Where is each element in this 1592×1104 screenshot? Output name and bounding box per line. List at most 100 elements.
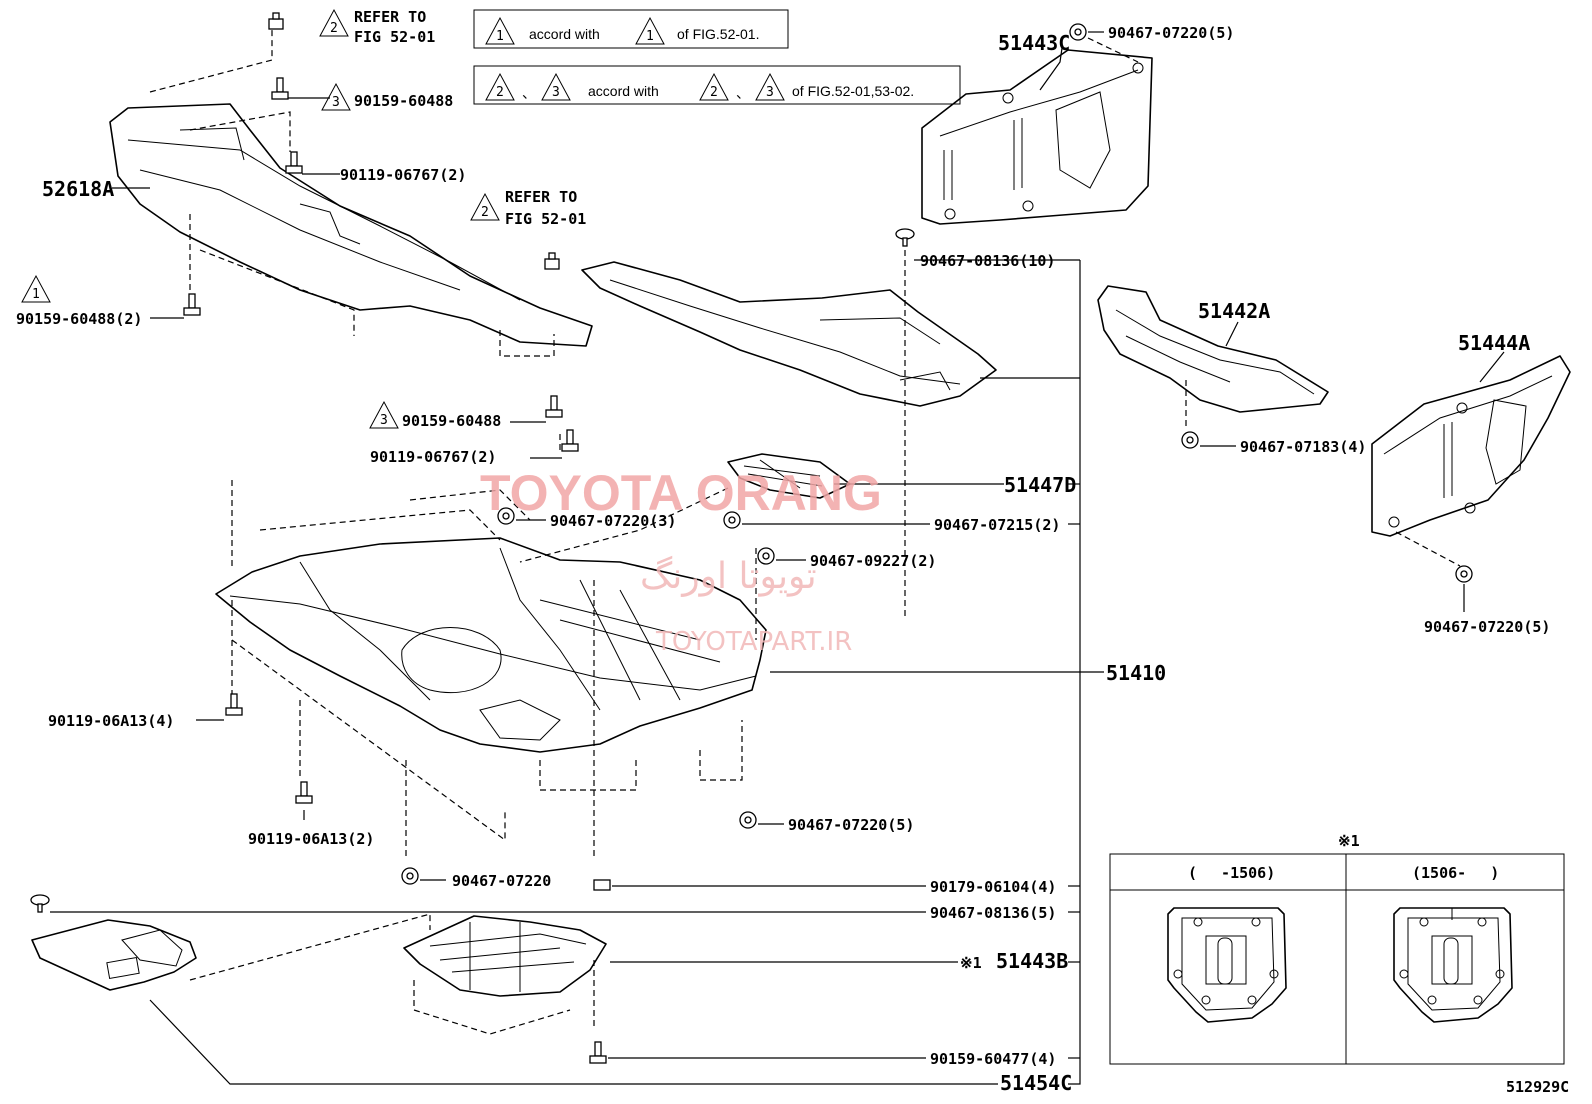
watermark-persian: تویوتا اورنگ	[640, 555, 817, 597]
label-90467-07220-5-mid: 90467-07220(5)	[788, 816, 914, 834]
label-51454C: 51454C	[1000, 1071, 1072, 1095]
clip-icon	[30, 894, 50, 913]
refer-mid-line-1: REFER TO	[505, 188, 577, 206]
part-51443C-shape	[921, 37, 1153, 225]
label-90467-07220: 90467-07220	[452, 872, 551, 890]
label-mark-1: ※1	[960, 954, 982, 972]
note-1-text-b: of FIG.52-01.	[677, 26, 759, 42]
label-90467-07220-5-right: 90467-07220(5)	[1424, 618, 1550, 636]
figure-id: 512929C	[1506, 1078, 1569, 1096]
inset-col-1-header: ( -1506)	[1188, 864, 1275, 882]
label-90119-06A13-2: 90119-06A13(2)	[248, 830, 374, 848]
label-90159-60488-a: 90159-60488	[354, 92, 453, 110]
note-box-2: 2 、 3 accord with 2 、 3 of FIG.52-01,53-…	[473, 65, 961, 105]
label-90179-06104-4: 90179-06104(4)	[930, 878, 1056, 896]
part-52618A-shape	[109, 30, 593, 357]
nut-icon	[497, 507, 515, 525]
label-51410: 51410	[1106, 661, 1166, 685]
note-1-triangle-number-2: 1	[646, 29, 654, 44]
refer-to-top: 2 REFER TO FIG 52-01	[319, 8, 435, 46]
bolt-icon	[561, 429, 579, 452]
variant-2-drawing	[1393, 907, 1513, 1023]
label-90467-09227-2: 90467-09227(2)	[810, 552, 936, 570]
note-2-text-b: of FIG.52-01,53-02.	[792, 83, 914, 99]
clip-icon	[268, 12, 284, 30]
leader-lines	[50, 31, 1505, 1085]
label-90467-08136-10: 90467-08136(10)	[920, 252, 1055, 270]
label-51442A: 51442A	[1198, 299, 1270, 323]
bolt-icon	[545, 395, 563, 418]
note-1-text-a: accord with	[529, 26, 600, 42]
label-90467-07183-4: 90467-07183(4)	[1240, 438, 1366, 456]
label-52618A: 52618A	[42, 177, 114, 201]
part-middle-cover-shape	[581, 240, 997, 620]
note-2-separator-1: 、	[522, 85, 536, 101]
nut-icon	[1455, 565, 1473, 583]
triangle-1-label: 1	[32, 287, 40, 302]
label-51443B: 51443B	[996, 949, 1068, 973]
refer-to-mid: 2 REFER TO FIG 52-01	[470, 188, 586, 228]
part-51442A-shape	[1097, 285, 1329, 426]
nut-icon	[401, 867, 419, 885]
nut-icon	[723, 511, 741, 529]
refer-mid-line-2: FIG 52-01	[505, 210, 586, 228]
watermark-site: TOYOTAPART.IR	[655, 627, 852, 657]
label-51447D: 51447D	[1004, 473, 1076, 497]
clip-icon	[593, 879, 611, 891]
triangle-3-label-a: 3	[332, 95, 340, 110]
nut-icon	[757, 547, 775, 565]
bolt-icon	[225, 693, 243, 716]
clip-icon	[895, 228, 915, 247]
bolt-icon	[295, 781, 313, 804]
part-51410-shape	[215, 430, 767, 860]
clip-icon	[544, 252, 560, 270]
label-90159-60488-b: 90159-60488	[402, 412, 501, 430]
note-2-triangle-number-3: 2	[710, 85, 718, 100]
note-2-triangle-number-1: 2	[496, 85, 504, 100]
label-51443C: 51443C	[998, 31, 1070, 55]
part-51447D-shape	[519, 453, 851, 563]
label-90119-06767-b: 90119-06767(2)	[370, 448, 496, 466]
bolt-icon	[183, 293, 201, 316]
part-51454C-shape	[31, 900, 431, 991]
label-90119-06A13-4: 90119-06A13(4)	[48, 712, 174, 730]
refer-mid-triangle-number: 2	[481, 205, 489, 220]
note-box-1: 1 accord with 1 of FIG.52-01.	[473, 9, 789, 49]
label-90119-06767-a: 90119-06767(2)	[340, 166, 466, 184]
note-2-separator-2: 、	[736, 85, 750, 101]
nut-icon	[739, 811, 757, 829]
inset-col-2-header: (1506- )	[1412, 864, 1499, 882]
fastener-icons	[30, 12, 1473, 1064]
refer-top-line-1: REFER TO	[354, 8, 426, 26]
note-2-triangle-number-2: 3	[552, 85, 560, 100]
label-51444A: 51444A	[1458, 331, 1530, 355]
note-2-triangle-number-4: 3	[766, 85, 774, 100]
label-90467-07220-5-top: 90467-07220(5)	[1108, 24, 1234, 42]
bolt-icon	[589, 1041, 607, 1064]
variant-1-drawing	[1167, 907, 1287, 1023]
part-51443B-shape	[403, 915, 607, 1035]
variant-inset: ※1 ( -1506) (1506- )	[1109, 832, 1565, 1065]
bolt-icon	[285, 151, 303, 174]
note-2-text-a: accord with	[588, 83, 659, 99]
part-labels: 3 90159-60488 90119-06767(2) 52618A 1 90…	[16, 24, 1550, 1095]
watermark-brand: TOYOTA ORANG	[480, 465, 882, 521]
label-90159-60488-2: 90159-60488(2)	[16, 310, 142, 328]
note-1-triangle-number: 1	[496, 29, 504, 44]
nut-icon	[1181, 431, 1199, 449]
label-90467-07215-2: 90467-07215(2)	[934, 516, 1060, 534]
refer-top-triangle-number: 2	[330, 21, 338, 36]
refer-top-line-2: FIG 52-01	[354, 28, 435, 46]
part-51444A-shape	[1371, 355, 1571, 567]
inset-frame	[1109, 853, 1565, 1065]
bolt-icon	[271, 77, 289, 100]
label-90467-07220-3: 90467-07220(3)	[550, 512, 676, 530]
label-90467-08136-5: 90467-08136(5)	[930, 904, 1056, 922]
nut-icon	[1069, 23, 1087, 41]
inset-mark: ※1	[1338, 832, 1360, 850]
watermark: TOYOTA ORANG تویوتا اورنگ TOYOTAPART.IR	[480, 465, 882, 657]
label-90159-60477-4: 90159-60477(4)	[930, 1050, 1056, 1068]
triangle-3-label-b: 3	[380, 413, 388, 428]
